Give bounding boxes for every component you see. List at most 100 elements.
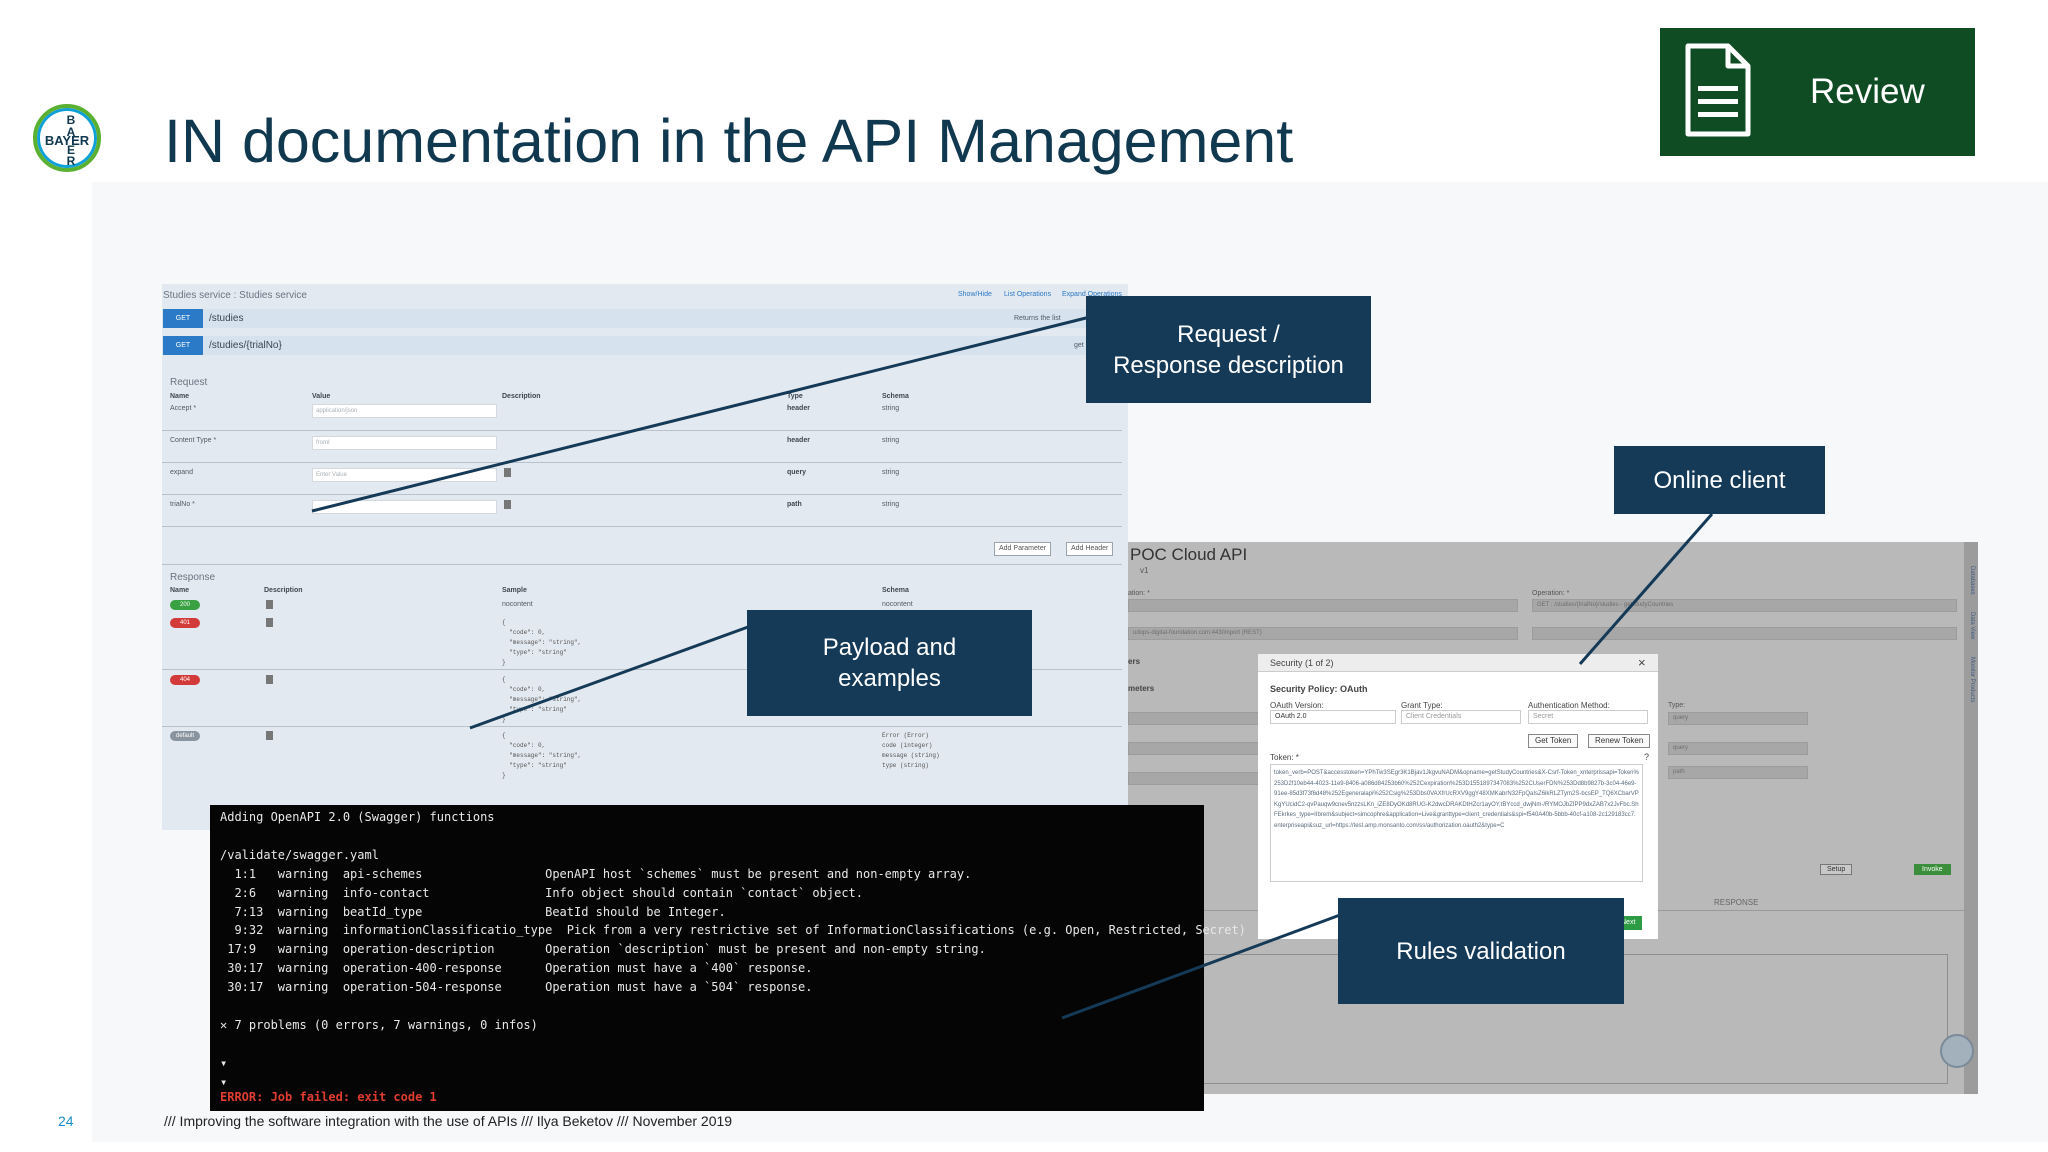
grant-label: Grant Type: (1401, 701, 1443, 710)
add-parameter-button[interactable]: Add Parameter (994, 542, 1052, 556)
expand-operations-link[interactable]: Expand Operations (1062, 291, 1122, 298)
side-rail (1964, 542, 1978, 1094)
document-icon[interactable] (504, 500, 511, 509)
close-icon[interactable]: × (1638, 655, 1646, 670)
param-name: trialNo * (170, 501, 195, 508)
response-title: Response (170, 572, 216, 583)
request-title: Request (170, 377, 208, 388)
param-schema: string (882, 501, 900, 508)
status-badge: default (170, 731, 200, 741)
dialog-title: Security (1 of 2) (1270, 658, 1334, 668)
security-policy: Security Policy: OAuth (1270, 684, 1368, 694)
document-icon[interactable] (504, 468, 511, 477)
fab-button[interactable] (1940, 1034, 1974, 1068)
divider (162, 430, 1122, 431)
param-schema: string (882, 405, 900, 412)
response-sample: { "code": 0, "message": "string", "type"… (502, 619, 582, 666)
param-name: expand (170, 469, 193, 476)
grant-type-select[interactable]: Client Credentials (1401, 710, 1521, 724)
type-select[interactable]: query (1668, 742, 1808, 755)
endpoint-note: Returns the list (1014, 315, 1061, 322)
logo-letter: E (66, 143, 75, 157)
api-select[interactable] (1128, 599, 1518, 612)
type-select[interactable]: path (1668, 766, 1808, 779)
param-input[interactable]: fromI (312, 436, 497, 450)
field-label: ation: * (1128, 590, 1150, 597)
col-header: Description (502, 393, 541, 400)
list-operations-link[interactable]: List Operations (1004, 291, 1052, 298)
show-hide-link[interactable]: Show/Hide (958, 291, 992, 298)
status-badge: 401 (170, 618, 200, 628)
param-input[interactable] (312, 500, 497, 514)
invoke-button[interactable]: Invoke (1914, 864, 1951, 875)
document-icon (266, 731, 273, 740)
client-version: v1 (1140, 566, 1149, 575)
token-textarea[interactable]: token_verb=POST&accesstoken=YPhTw3SEgr3K… (1270, 764, 1643, 882)
section-label: ers (1128, 657, 1141, 666)
param-input[interactable]: application/json (312, 404, 497, 418)
param-input[interactable]: Enter Value (312, 468, 497, 482)
review-badge: Review (1660, 28, 1975, 156)
col-header: Value (312, 393, 331, 400)
document-icon (266, 675, 273, 684)
validation-terminal: Adding OpenAPI 2.0 (Swagger) functions /… (210, 805, 1246, 1111)
col-header: Schema (882, 587, 909, 594)
param-name: Accept * (170, 405, 197, 412)
auth-method-select[interactable]: Secret (1528, 710, 1648, 724)
col-header: Name (170, 393, 190, 400)
path-field[interactable] (1532, 627, 1957, 640)
operation-select[interactable]: GET : /studies/{trialNo}/studies - getSt… (1532, 599, 1957, 612)
method-badge: GET (163, 309, 203, 328)
document-icon (266, 618, 273, 627)
col-header: Type (787, 393, 803, 400)
param-name: Content Type * (170, 437, 217, 444)
col-header: Sample (502, 587, 527, 594)
callout-rules-validation: Rules validation (1338, 898, 1624, 1004)
token-label: Token: * (1270, 753, 1299, 762)
renew-token-button[interactable]: Renew Token (1588, 734, 1651, 748)
oauth-version-select[interactable]: OAuth 2.0 (1270, 710, 1396, 724)
operation-label: Operation: * (1532, 590, 1570, 597)
endpoint-path: /studies/{trialNo} (209, 340, 282, 351)
logo-letter: A (66, 125, 76, 139)
help-icon[interactable]: ? (1644, 752, 1650, 762)
response-sample: nocontent (502, 601, 533, 608)
col-header: Name (170, 587, 190, 594)
response-sample: { "code": 0, "message": "string", "type"… (502, 732, 582, 779)
callout-payload: Payload and examples (747, 610, 1032, 716)
callout-request-response: Request / Response description (1086, 296, 1371, 403)
param-type: header (787, 405, 810, 412)
type-select[interactable]: query (1668, 712, 1808, 725)
method-badge: GET (163, 336, 203, 355)
document-icon (266, 600, 273, 609)
get-token-button[interactable]: Get Token (1528, 734, 1579, 748)
security-dialog: Security (1 of 2) × Security Policy: OAu… (1258, 654, 1658, 939)
logo-letter: R (66, 154, 76, 168)
status-badge: 200 (170, 600, 200, 610)
col-header: Schema (882, 393, 909, 400)
bayer-logo: B A BAYER E R (33, 104, 101, 172)
response-schema: nocontent (882, 601, 913, 608)
divider (162, 462, 1122, 463)
footer-text: /// Improving the software integration w… (164, 1113, 733, 1129)
divider (162, 564, 1122, 565)
param-type: header (787, 437, 810, 444)
response-schema: Error (Error) code (integer) message (st… (882, 732, 940, 769)
param-type: query (787, 469, 807, 476)
add-header-button[interactable]: Add Header (1066, 542, 1114, 556)
review-label: Review (1810, 72, 1925, 111)
breadcrumb: Studies service : Studies service (163, 290, 307, 301)
endpoint-row[interactable] (162, 336, 1128, 355)
document-icon (1685, 43, 1751, 137)
param-type: path (787, 501, 802, 508)
oauth-label: OAuth Version: (1270, 701, 1324, 710)
divider (162, 494, 1122, 495)
divider (162, 526, 1122, 527)
logo-word: BAYER (44, 133, 90, 148)
server-select[interactable]: udops-digital-foundation.com:443/import … (1128, 627, 1518, 640)
slide-title: IN documentation in the API Management (164, 107, 1294, 175)
section-label: meters (1128, 684, 1155, 693)
endpoint-row[interactable] (162, 309, 1128, 328)
setup-button[interactable]: Setup (1820, 864, 1853, 875)
